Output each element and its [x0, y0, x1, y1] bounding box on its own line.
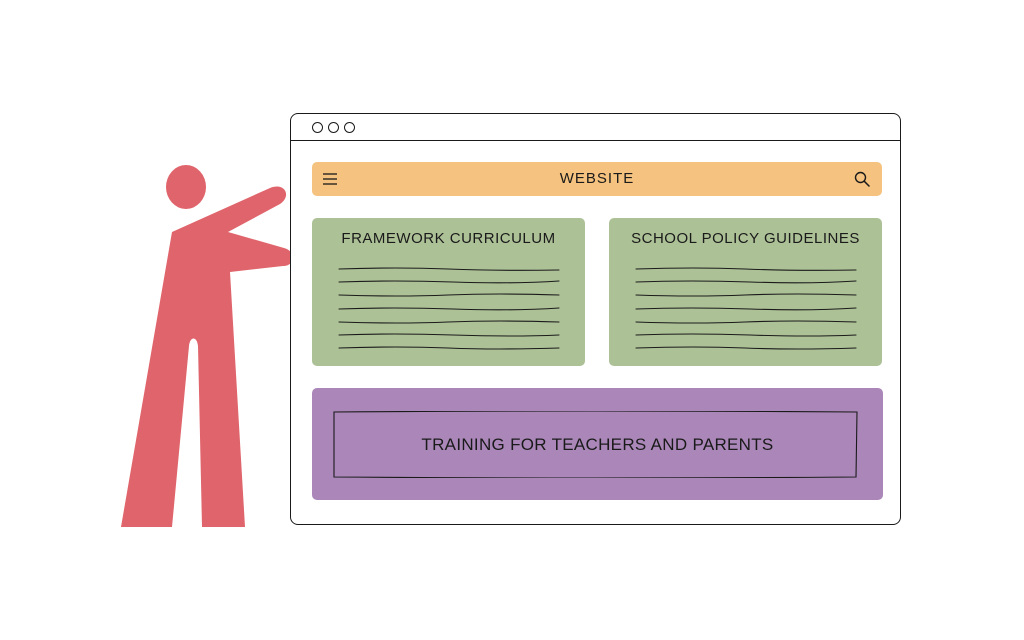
card-framework-curriculum[interactable]: FRAMEWORK CURRICULUM: [312, 218, 585, 366]
text-placeholder-lines: [338, 267, 560, 350]
person-head: [166, 165, 206, 209]
banner-training[interactable]: TRAINING FOR TEACHERS AND PARENTS: [312, 388, 883, 500]
browser-window: WEBSITE FRAMEWORK CURRICULUM: [290, 113, 901, 525]
site-title: WEBSITE: [559, 170, 635, 187]
card-title: FRAMEWORK CURRICULUM: [341, 230, 556, 247]
card-title: SCHOOL POLICY GUIDELINES: [631, 230, 860, 247]
window-control-circle[interactable]: [328, 122, 339, 133]
browser-titlebar: [291, 114, 900, 141]
search-icon[interactable]: [854, 171, 870, 187]
window-control-circle[interactable]: [312, 122, 323, 133]
hamburger-menu-icon[interactable]: [323, 172, 337, 186]
text-placeholder-lines: [635, 267, 857, 350]
site-navbar: WEBSITE: [312, 162, 882, 196]
banner-inner-frame: [333, 411, 858, 478]
banner-text: TRAINING FOR TEACHERS AND PARENTS: [421, 435, 774, 454]
window-control-circle[interactable]: [344, 122, 355, 133]
card-school-policy-guidelines[interactable]: SCHOOL POLICY GUIDELINES: [609, 218, 882, 366]
person-body: [121, 186, 293, 527]
